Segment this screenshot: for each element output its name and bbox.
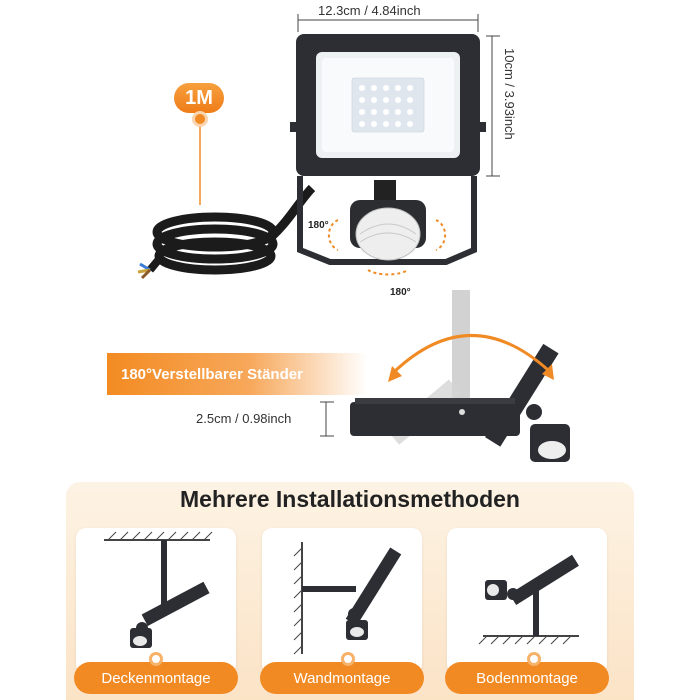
- install-card-ceiling: [76, 528, 236, 674]
- sensor-rotation-horizontal: 180°: [308, 220, 329, 231]
- floor-mount-illustration: [478, 554, 579, 645]
- height-dimension-label: 10cm / 3.93inch: [502, 48, 517, 140]
- cable-length-badge: 1M: [174, 83, 224, 113]
- stand-feature-label: 180°Verstellbarer Ständer: [121, 365, 303, 383]
- stand-adjustment-view: [0, 288, 700, 480]
- install-label-floor: Bodenmontage: [445, 662, 609, 694]
- stand-feature-ribbon: 180°Verstellbarer Ständer: [107, 353, 367, 395]
- install-label-wall-text: Wandmontage: [293, 669, 391, 687]
- width-dimension-label: 12.3cm / 4.84inch: [318, 3, 421, 18]
- wall-mount-illustration: [293, 542, 402, 655]
- install-dot-ceiling: [152, 655, 160, 663]
- install-dot-floor: [530, 655, 538, 663]
- install-card-wall: [262, 528, 422, 674]
- install-card-floor: [447, 528, 607, 674]
- floodlight-illustration: [137, 14, 500, 280]
- installation-title: Mehrere Installationsmethoden: [180, 486, 520, 512]
- ceiling-mount-illustration: [104, 531, 213, 648]
- install-label-ceiling-text: Deckenmontage: [101, 669, 211, 687]
- depth-dimension-label: 2.5cm / 0.98inch: [196, 411, 292, 426]
- install-label-ceiling: Deckenmontage: [74, 662, 238, 694]
- product-top-view: [0, 0, 700, 310]
- cable-marker-dot: [195, 114, 205, 124]
- install-dot-wall: [344, 655, 352, 663]
- install-label-wall: Wandmontage: [260, 662, 424, 694]
- sensor-rotation-vertical: 180°: [390, 287, 411, 298]
- install-label-floor-text: Bodenmontage: [476, 669, 578, 687]
- stand-illustration: [320, 288, 570, 462]
